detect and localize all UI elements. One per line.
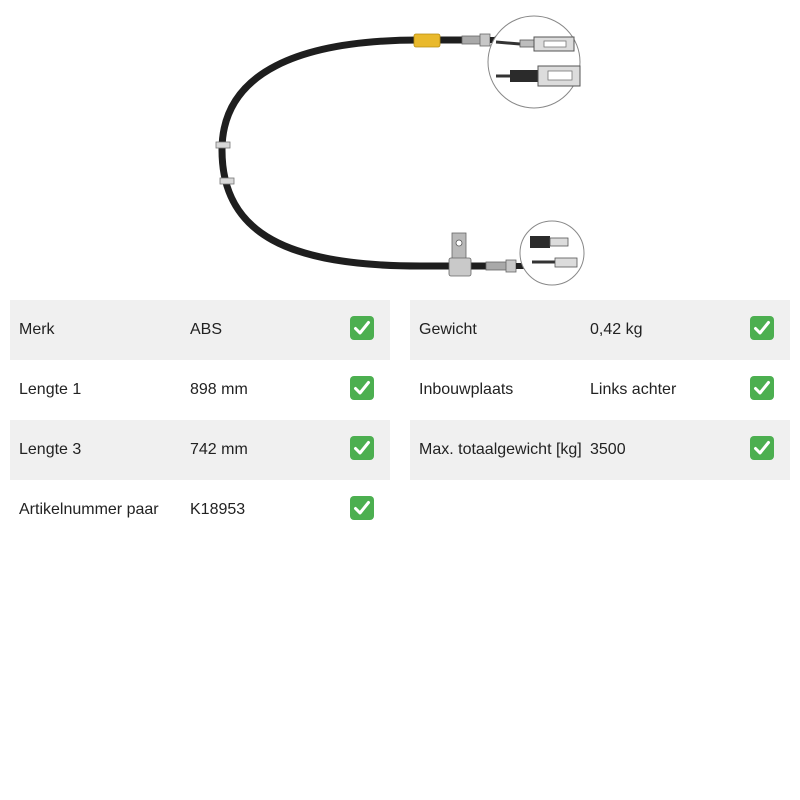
spec-label: Inbouwplaats [419,381,514,398]
spec-value: 742 mm [190,441,248,458]
spec-row-inbouwplaats: Inbouwplaats Links achter [410,360,790,420]
check-mark-button-icon [350,496,374,520]
spec-row-lengte-1: Lengte 1 898 mm [10,360,390,420]
spec-label: Gewicht [419,321,477,338]
spec-label: Lengte 1 [19,381,82,398]
check-mark-button-icon [350,376,374,400]
check-mark-button-icon [750,436,774,460]
product-image [0,0,800,290]
spec-value: ABS [190,321,223,338]
spec-label: Lengte 3 [19,441,82,458]
check-mark-button-icon [750,376,774,400]
spec-row-lengte-3: Lengte 3 742 mm [10,420,390,480]
spec-value: 898 mm [190,381,248,398]
spec-value: 3500 [590,441,626,458]
check-mark-button-icon [350,316,374,340]
spec-label: Max. totaalgewicht [kg] [419,441,582,458]
spec-row-merk: Merk ABS [10,300,390,360]
check-mark-button-icon [350,436,374,460]
spec-value: K18953 [190,501,246,518]
spec-row-gewicht: Gewicht 0,42 kg [410,300,790,360]
check-mark-button-icon [750,316,774,340]
spec-row-artikelnummer-paar: Artikelnummer paar K18953 [10,480,390,540]
brake-cable-illustration [215,15,585,286]
spec-table-right: Gewicht 0,42 kg Inbouwplaats Links achte… [410,300,790,480]
spec-label: Merk [19,321,55,338]
spec-table-left: Merk ABS Lengte 1 898 mm Lengte 3 742 mm… [10,300,390,540]
spec-value: Links achter [590,381,677,398]
spec-value: 0,42 kg [590,321,643,338]
spec-row-max-totaalgewicht: Max. totaalgewicht [kg] 3500 [410,420,790,480]
spec-label: Artikelnummer paar [19,501,159,518]
